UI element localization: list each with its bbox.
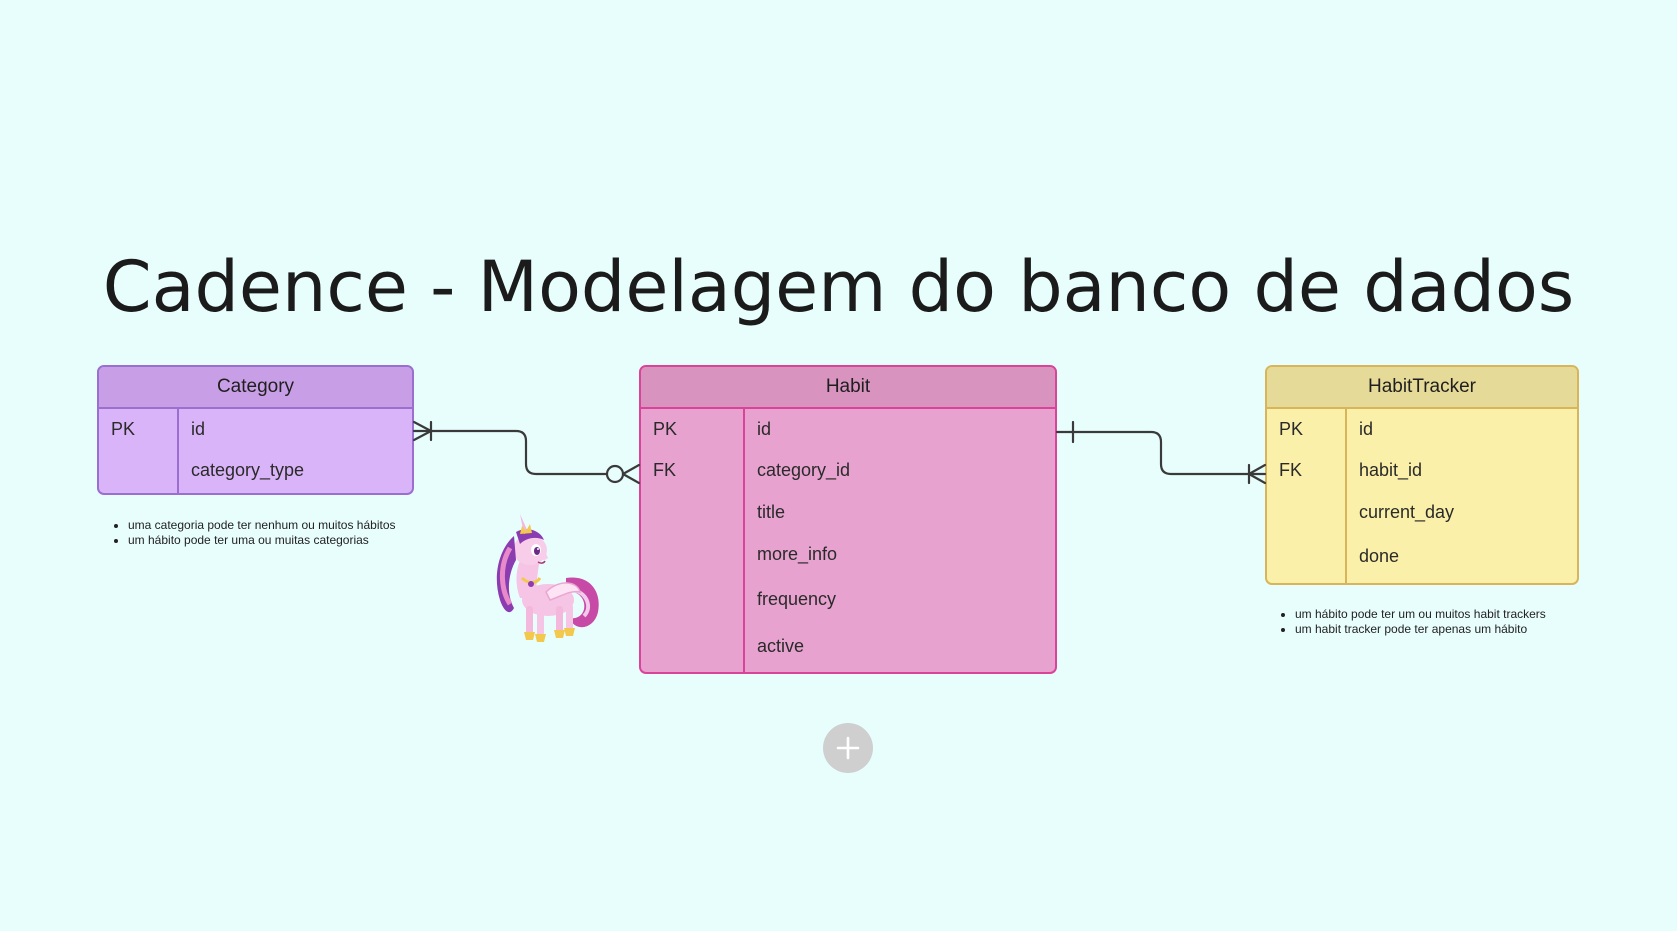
note-item: um hábito pode ter um ou muitos habit tr… (1295, 607, 1546, 622)
entity-category[interactable]: Category PK id category_type (97, 365, 414, 495)
notes-category: uma categoria pode ter nenhum ou muitos … (113, 518, 396, 548)
entity-habittracker-body: PK id FK habit_id current_day done (1267, 409, 1577, 583)
entity-category-body: PK id category_type (99, 409, 412, 493)
crowfoot-habit-end (621, 463, 641, 485)
field-label: active (757, 636, 805, 656)
key-label: PK (1279, 419, 1304, 439)
entity-habit-header: Habit (641, 367, 1055, 409)
key-column (641, 409, 745, 672)
pony-illustration-icon (496, 514, 599, 642)
entity-habittracker[interactable]: HabitTracker PK id FK habit_id current_d… (1265, 365, 1579, 585)
key-label: FK (1279, 460, 1303, 480)
field-label: category_type (191, 460, 305, 480)
entity-habit[interactable]: Habit PK id FK category_id title more_in… (639, 365, 1057, 674)
entity-habit-body: PK id FK category_id title more_info fre… (641, 409, 1055, 672)
crowfoot-category-end (412, 420, 433, 442)
connector-habit-tracker (1055, 430, 1267, 476)
add-button[interactable] (823, 723, 873, 773)
connector-category-habit (412, 429, 609, 476)
diagram-title: Cadence - Modelagem do banco de dados (102, 246, 1575, 328)
field-label: title (757, 502, 786, 522)
plus-icon (836, 736, 860, 760)
field-label: habit_id (1359, 460, 1423, 480)
note-item: um hábito pode ter uma ou muitas categor… (128, 533, 396, 548)
notes-habittracker: um hábito pode ter um ou muitos habit tr… (1280, 607, 1546, 637)
field-label: current_day (1359, 502, 1455, 522)
field-label: done (1359, 546, 1400, 566)
field-label: frequency (757, 589, 837, 609)
entity-category-header: Category (99, 367, 412, 409)
key-column (99, 409, 179, 493)
field-label: category_id (757, 460, 851, 480)
note-item: um habit tracker pode ter apenas um hábi… (1295, 622, 1546, 637)
field-label: id (191, 419, 206, 439)
key-label: FK (653, 460, 677, 480)
crowfoot-tracker-end (1247, 463, 1267, 485)
entity-habittracker-header: HabitTracker (1267, 367, 1577, 409)
field-label: more_info (757, 544, 838, 564)
key-label: PK (653, 419, 678, 439)
zero-circle (605, 464, 625, 484)
key-label: PK (111, 419, 136, 439)
note-item: uma categoria pode ter nenhum ou muitos … (128, 518, 396, 533)
field-label: id (757, 419, 772, 439)
key-column (1267, 409, 1347, 583)
field-label: id (1359, 419, 1374, 439)
